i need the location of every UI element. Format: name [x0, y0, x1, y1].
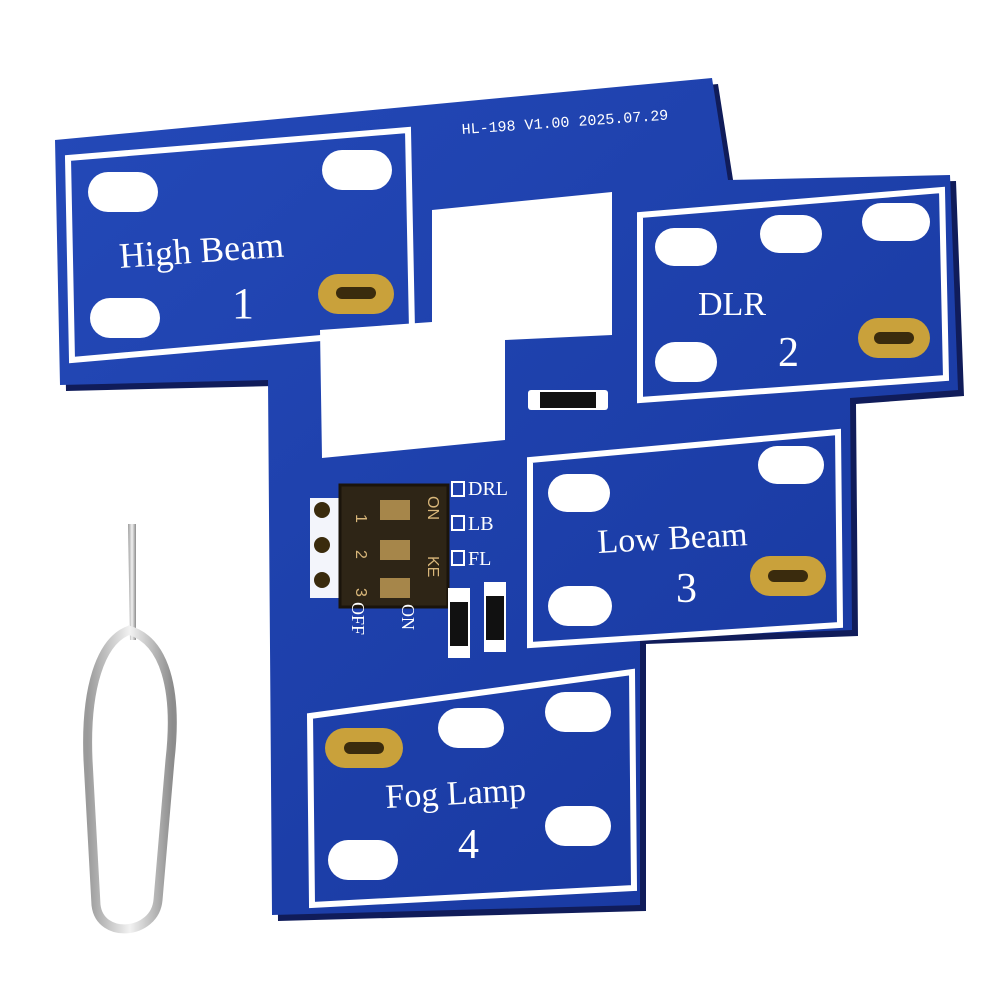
mounting-hole — [438, 708, 504, 748]
dip-ke-label: KE — [424, 556, 441, 577]
panel-low-beam: Low Beam 3 — [527, 428, 844, 649]
channel-labels: DRL LB FL — [451, 478, 508, 570]
mounting-hole — [328, 840, 398, 880]
mounting-hole — [548, 586, 612, 626]
section-label: Low Beam — [596, 516, 748, 561]
mounting-hole — [90, 298, 160, 338]
channel-label-lb: LB — [468, 513, 494, 535]
mounting-hole — [88, 172, 158, 212]
section-number: 1 — [232, 279, 254, 328]
mounting-hole — [322, 150, 392, 190]
section-number: 2 — [778, 330, 799, 376]
section-label: DLR — [698, 286, 766, 323]
section-label: Fog Lamp — [384, 772, 526, 816]
dip-switch: 1 2 3 ON KE — [310, 483, 450, 609]
mounting-hole — [758, 446, 824, 484]
dip-on-label: ON — [424, 496, 441, 520]
channel-label-fl: FL — [468, 548, 491, 570]
dip-side-on-label: ON — [398, 604, 418, 630]
mounting-hole — [862, 203, 930, 241]
panel-dlr: DLR 2 — [637, 186, 950, 404]
pcb-board — [55, 78, 964, 921]
section-number: 4 — [458, 822, 479, 868]
panel-fog-lamp: Fog Lamp 4 — [306, 668, 638, 909]
channel-label-drl: DRL — [468, 478, 508, 500]
mounting-hole — [545, 806, 611, 846]
dip-off-label: OFF — [348, 602, 368, 635]
mounting-hole — [548, 474, 610, 512]
mounting-hole — [655, 342, 717, 382]
section-number: 3 — [676, 566, 697, 612]
dip-number: 2 — [352, 550, 369, 559]
board-cutout — [320, 192, 612, 458]
mounting-hole — [760, 215, 822, 253]
dip-number: 1 — [352, 514, 369, 523]
smd-component — [528, 390, 608, 410]
mounting-hole — [655, 228, 717, 266]
ejector-pin-icon — [83, 524, 177, 934]
panel-high-beam: High Beam 1 — [64, 126, 416, 364]
diodes — [448, 582, 506, 658]
mounting-hole — [545, 692, 611, 732]
dip-number: 3 — [352, 588, 369, 597]
